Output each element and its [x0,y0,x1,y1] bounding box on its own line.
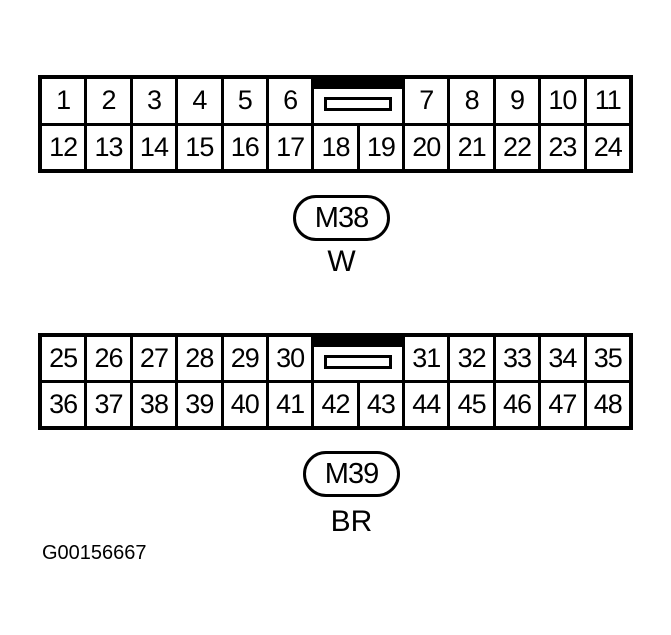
pin-cell-m38-top: 6 [268,79,312,123]
pin-cell-m38-top: 8 [450,79,493,123]
pin-cell-m39-top: 26 [87,337,130,380]
pin-cell-m39-top: 32 [450,337,493,380]
pin-cell-m38-bottom: 12 [42,125,85,169]
connector-latch-slot-m39 [324,355,393,369]
pin-cell-m38-top: 5 [223,79,266,123]
pin-cell-m38-top: 7 [405,79,448,123]
pin-cell-m39-bottom: 45 [450,383,493,426]
pin-cell-m39-bottom: 47 [541,383,584,426]
pin-cell-m39-bottom: 42 [314,383,357,426]
pin-cell-m39-top: 27 [132,337,176,380]
pin-cell-m38-top: 9 [495,79,539,123]
pin-cell-m39-bottom: 43 [359,383,403,426]
pin-cell-m39-bottom: 44 [405,383,448,426]
pin-cell-m38-bottom: 16 [223,125,266,169]
pin-cell-m39-top: 28 [178,337,221,380]
pin-cell-m38-bottom: 21 [450,125,493,169]
pin-cell-m39-top: 35 [586,337,629,380]
pin-cell-m38-bottom: 24 [586,125,629,169]
pin-cell-m39-bottom: 36 [42,383,85,426]
pin-cell-m38-bottom: 14 [132,125,176,169]
connector-latch-slot-m38 [324,97,393,111]
pin-cell-m38-bottom: 13 [87,125,130,169]
pin-cell-m38-bottom: 19 [359,125,403,169]
pin-cell-m38-top: 10 [541,79,584,123]
pin-cell-m39-top: 31 [405,337,448,380]
pin-cell-m38-bottom: 23 [541,125,584,169]
pin-cell-m38-top: 11 [586,79,629,123]
pin-cell-m39-bottom: 37 [87,383,130,426]
pin-cell-m38-bottom: 18 [314,125,357,169]
connector-m39-id-label: M39 [303,451,400,497]
connector-m38-color-code: W [327,245,356,278]
pin-cell-m38-top: 2 [87,79,130,123]
pin-cell-m38-top: 3 [132,79,176,123]
pin-cell-m38-top: 4 [178,79,221,123]
connector-latch-m38 [314,89,403,123]
pin-cell-m38-bottom: 17 [268,125,312,169]
pin-cell-m38-bottom: 15 [178,125,221,169]
pin-cell-m39-top: 34 [541,337,584,380]
pin-cell-m39-bottom: 48 [586,383,629,426]
pin-cell-m39-bottom: 40 [223,383,266,426]
pin-cell-m39-bottom: 38 [132,383,176,426]
connector-m38-id-label: M38 [293,195,390,241]
connector-latch-m39 [314,347,403,380]
pin-cell-m38-bottom: 20 [405,125,448,169]
pin-cell-m39-top: 33 [495,337,539,380]
pin-cell-m39-top: 30 [268,337,312,380]
pin-cell-m39-top: 29 [223,337,266,380]
figure-id: G00156667 [42,542,147,564]
pin-cell-m39-bottom: 46 [495,383,539,426]
connector-m39-color-code: BR [330,505,373,538]
pin-cell-m39-bottom: 41 [268,383,312,426]
pin-cell-m39-bottom: 39 [178,383,221,426]
pin-cell-m38-bottom: 22 [495,125,539,169]
pin-cell-m38-top: 1 [42,79,85,123]
pin-cell-m39-top: 25 [42,337,85,380]
